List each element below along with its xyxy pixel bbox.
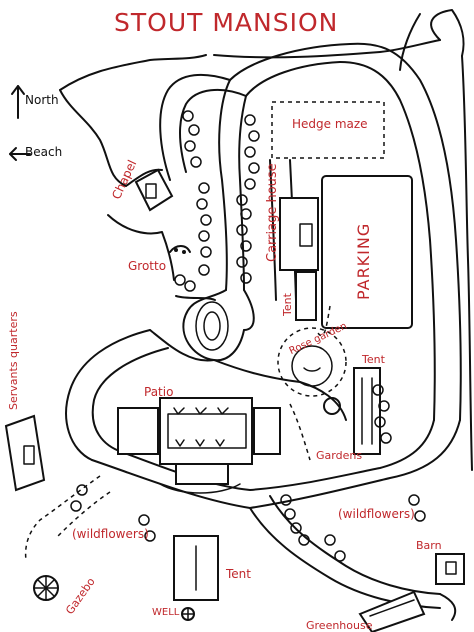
gardens-label: Gardens xyxy=(316,449,363,462)
shrub-icon xyxy=(240,240,252,252)
grotto-icon xyxy=(169,245,191,254)
shrub-icon xyxy=(378,400,390,412)
servants-quarters-label: Servants quarters xyxy=(7,311,20,410)
shrub-icon xyxy=(198,182,210,194)
shrub-icon xyxy=(334,550,346,562)
grotto-label: Grotto xyxy=(128,259,167,273)
shrub-icon xyxy=(182,110,194,122)
tent-bottom-label: Tent xyxy=(226,567,251,581)
shrub-icon xyxy=(280,494,292,506)
patio-label: Patio xyxy=(144,385,174,399)
shrub-icon xyxy=(240,272,252,284)
shrub-icon xyxy=(240,208,252,220)
shrub-icon xyxy=(248,162,260,174)
rose-garden xyxy=(277,327,347,397)
wildflowers-right-label: (wildflowers) xyxy=(338,507,415,521)
hedge-maze xyxy=(271,101,385,159)
shrub-icon xyxy=(76,484,88,496)
shrub-icon xyxy=(190,156,202,168)
shrub-icon xyxy=(198,230,210,242)
chapel xyxy=(134,168,174,212)
west-arrow-icon xyxy=(9,147,31,161)
shrub-icon xyxy=(298,534,310,546)
parking-label: PARKING xyxy=(354,222,373,300)
mansion xyxy=(117,397,281,494)
shrub-icon xyxy=(144,530,156,542)
parking-lot xyxy=(321,175,413,329)
footpaths xyxy=(24,305,331,561)
well-label: WELL xyxy=(152,607,180,618)
shrub-icon xyxy=(188,124,200,136)
tent-top-label: Tent xyxy=(281,293,294,316)
well-icon xyxy=(181,607,195,621)
greenhouse-label: Greenhouse xyxy=(306,619,373,632)
shrub-icon xyxy=(248,130,260,142)
shrub-rows xyxy=(70,110,426,562)
shrub-icon xyxy=(408,494,420,506)
shrub-icon xyxy=(138,514,150,526)
carriage-house-label: Carriage house xyxy=(265,163,280,262)
shrub-icon xyxy=(184,140,196,152)
barn xyxy=(435,553,465,585)
tree-line xyxy=(59,9,473,471)
shrub-icon xyxy=(174,274,186,286)
shrub-icon xyxy=(244,146,256,158)
barn-label: Barn xyxy=(416,539,442,552)
beach-label: Beach xyxy=(25,145,63,159)
tent-top xyxy=(295,271,317,321)
greenhouse xyxy=(358,590,426,632)
fountain xyxy=(323,397,341,415)
north-arrow-icon xyxy=(11,85,25,119)
shrub-icon xyxy=(198,264,210,276)
shrub-icon xyxy=(236,224,248,236)
map-title: STOUT MANSION xyxy=(114,8,339,37)
tent-right xyxy=(353,367,381,455)
shrub-icon xyxy=(374,416,386,428)
shrub-icon xyxy=(70,500,82,512)
shrub-icon xyxy=(200,214,212,226)
shrub-icon xyxy=(290,522,302,534)
hedge-maze-label: Hedge maze xyxy=(292,117,368,131)
shrub-icon xyxy=(184,280,196,292)
wildflowers-left-label: (wildflowers) xyxy=(72,527,149,541)
servants-quarters xyxy=(4,414,46,492)
shrub-icon xyxy=(284,508,296,520)
gazebo-icon xyxy=(33,575,59,601)
shrub-icon xyxy=(324,534,336,546)
grotto-oval xyxy=(195,301,229,351)
shrub-icon xyxy=(196,198,208,210)
tent-right-label: Tent xyxy=(362,353,385,366)
shrub-icon xyxy=(236,194,248,206)
shrub-icon xyxy=(244,114,256,126)
shrub-icon xyxy=(200,246,212,258)
shrub-icon xyxy=(244,178,256,190)
shrub-icon xyxy=(414,510,426,522)
shrub-icon xyxy=(372,384,384,396)
shrub-icon xyxy=(236,256,248,268)
shrub-icon xyxy=(380,432,392,444)
north-label: North xyxy=(25,93,59,107)
